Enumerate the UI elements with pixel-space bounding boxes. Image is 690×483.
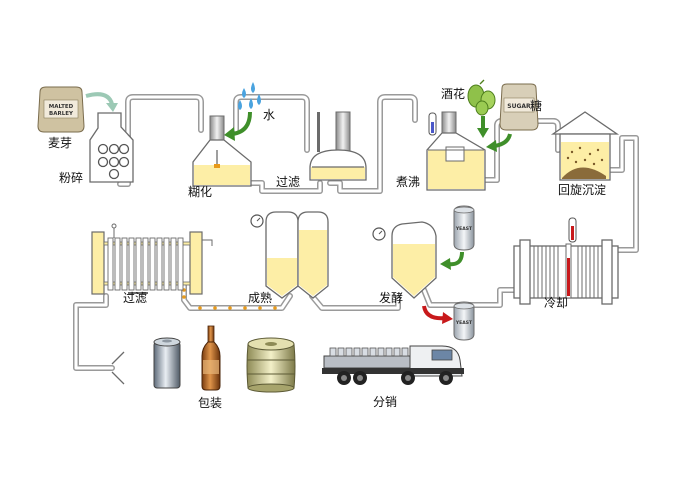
label-hops: 酒花 [441, 87, 466, 101]
water-arrow [231, 111, 252, 136]
sack-text-barley: BARLEY [49, 111, 74, 117]
malt-arrow [85, 92, 114, 105]
water-drops-icon [238, 82, 261, 110]
cooling-thermometer-icon [568, 217, 577, 243]
label-milling: 粉碎 [59, 171, 84, 185]
label-whirlpool: 回旋沉淀 [558, 183, 607, 197]
label-malt: 麦芽 [48, 136, 73, 150]
label-cooling: 冷却 [544, 296, 569, 310]
label-mashing: 糊化 [188, 185, 213, 199]
fermenter-tank [372, 221, 437, 299]
maturation-tanks [250, 211, 329, 299]
hops-icon [467, 79, 496, 116]
delivery-truck-icon [322, 345, 464, 385]
label-water: 水 [263, 108, 276, 122]
label-packaging: 包装 [198, 396, 223, 410]
yeast-canister-bottom: YEAST [453, 301, 475, 341]
yeast-label-bottom: YEAST [455, 320, 473, 326]
label-filtration: 过滤 [123, 291, 148, 305]
lauter-tun [309, 111, 367, 181]
label-sugar: 糖 [530, 99, 543, 113]
beer-keg-icon [246, 337, 296, 393]
label-fermentation: 发酵 [379, 291, 404, 305]
label-distribution: 分销 [373, 395, 398, 409]
mash-tun [192, 115, 252, 187]
beer-bottle-icon [201, 325, 221, 391]
label-lautering: 过滤 [276, 175, 301, 189]
label-boiling: 煮沸 [396, 175, 421, 189]
sack-text-sugar: SUGAR [507, 103, 531, 110]
brew-kettle [426, 111, 486, 191]
yeast-label-top: YEAST [455, 226, 473, 232]
flow-dots [182, 288, 277, 310]
sugar-sack: SUGAR [499, 83, 539, 131]
beer-can-icon [153, 337, 181, 389]
malted-barley-sack: MALTED BARLEY [37, 86, 85, 133]
mill [89, 112, 134, 183]
thermometer-icon [428, 112, 437, 136]
pipe-network [73, 94, 639, 385]
filter-press [91, 223, 213, 295]
label-maturation: 成熟 [248, 291, 273, 305]
whirlpool-tank [550, 111, 620, 181]
sack-text-malted: MALTED [49, 104, 74, 110]
yeast-canister-top: YEAST [453, 205, 475, 251]
heat-exchanger [513, 239, 619, 305]
